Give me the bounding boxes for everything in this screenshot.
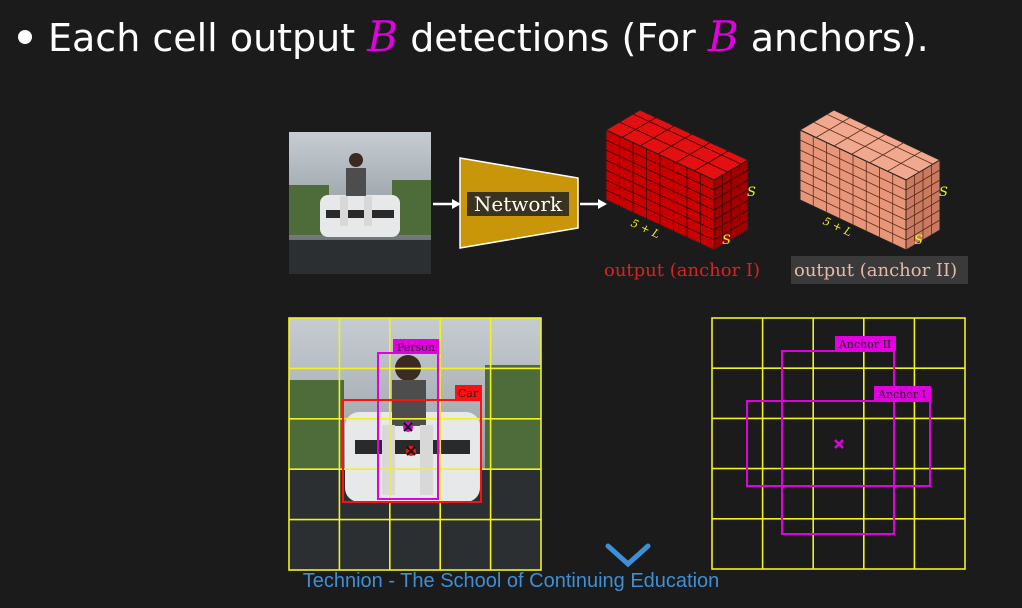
network-label: Network bbox=[474, 192, 563, 216]
network-block: Network bbox=[459, 157, 579, 249]
bullet-text-mid: detections (For bbox=[398, 16, 708, 60]
anchor-1-label: Anchor I bbox=[877, 388, 926, 401]
grid-photo bbox=[289, 318, 541, 570]
photo-grid-lines bbox=[288, 317, 542, 571]
anchor-grid bbox=[711, 317, 966, 570]
anchor-1-box bbox=[746, 400, 931, 487]
bullet-dot bbox=[18, 29, 32, 44]
output-label-anchor-2: output (anchor II) bbox=[794, 260, 957, 281]
arrow-photo-to-network bbox=[433, 199, 461, 209]
person-label: Person bbox=[397, 341, 435, 354]
bullet-point: Each cell output B detections (For B anc… bbox=[12, 12, 929, 61]
dim-s-right-1: S bbox=[747, 185, 756, 200]
math-b-1: B bbox=[367, 12, 399, 61]
input-photo bbox=[289, 132, 431, 274]
bullet-text-post: anchors). bbox=[738, 16, 929, 60]
person-tag bbox=[393, 339, 439, 354]
output-tensor-anchor-2: S S 5 + L bbox=[798, 109, 948, 251]
car-box bbox=[342, 399, 482, 503]
anchor-2-tag bbox=[835, 336, 896, 351]
dim-s-bottom-1: S bbox=[722, 233, 731, 248]
math-b-2: B bbox=[707, 12, 739, 61]
anchor-1-tag bbox=[874, 386, 931, 401]
footer-text: Technion - The School of Continuing Educ… bbox=[302, 570, 720, 592]
output-label-2-bg bbox=[791, 256, 968, 284]
anchor-2-label: Anchor II bbox=[838, 338, 891, 351]
output-tensor-anchor-1: S S 5 + L bbox=[604, 109, 756, 251]
car-center-marker bbox=[406, 446, 416, 456]
car-label: Car bbox=[458, 387, 479, 400]
dim-s-bottom-2: S bbox=[914, 233, 923, 248]
anchor-center-marker bbox=[834, 439, 844, 449]
bullet-text-pre: Each cell output bbox=[48, 16, 368, 60]
car-tag bbox=[455, 385, 482, 400]
dim-s-right-2: S bbox=[939, 185, 948, 200]
chevron-down-icon[interactable] bbox=[604, 542, 652, 570]
arrow-network-to-output bbox=[580, 199, 607, 209]
output-label-anchor-1: output (anchor I) bbox=[604, 260, 760, 281]
person-center-marker bbox=[403, 422, 413, 432]
